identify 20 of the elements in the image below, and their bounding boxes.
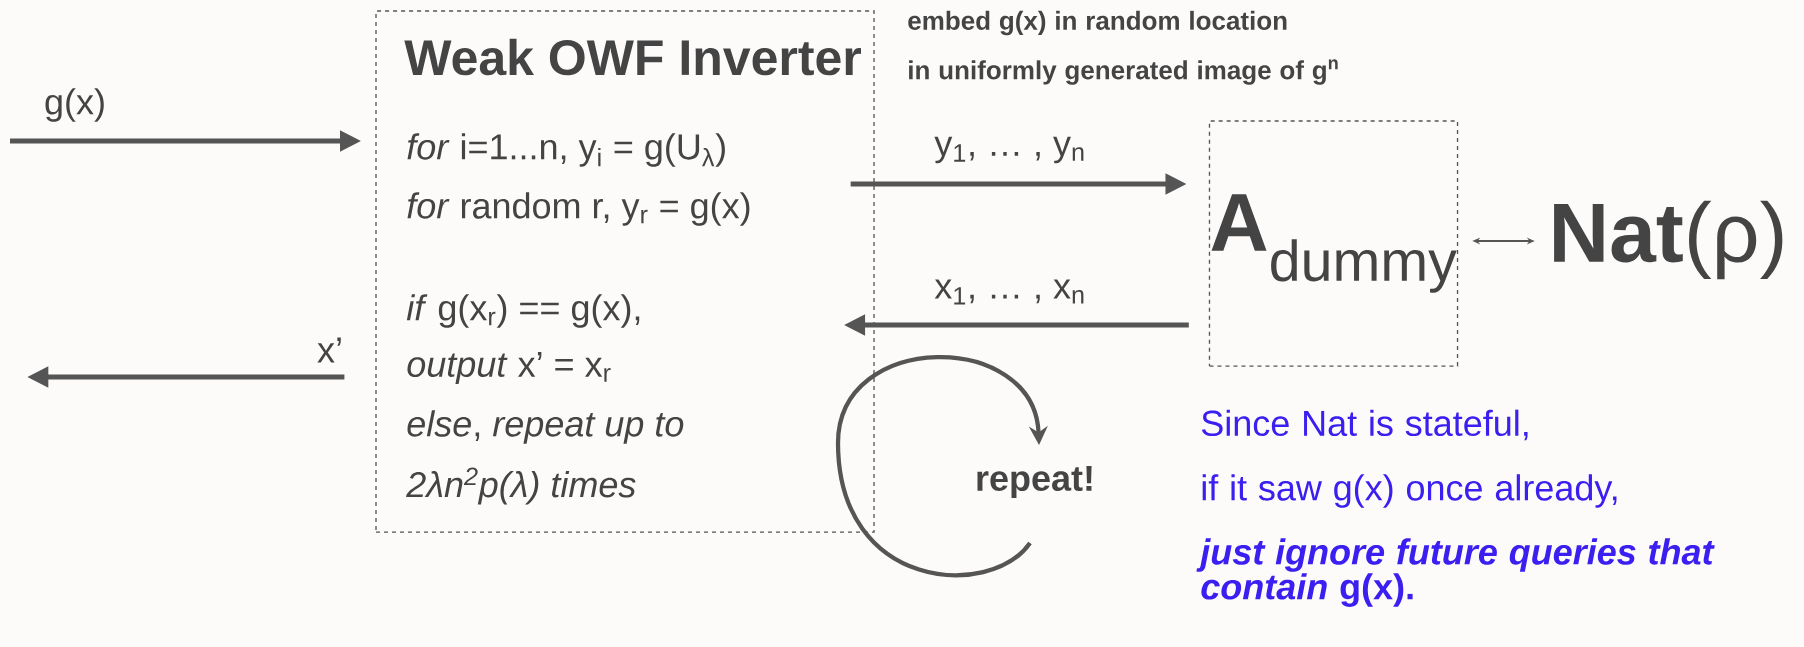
node-label: Nat(ρ)	[1554, 200, 1783, 280]
pseudocode-line: 2λn$^{2}$p(λ) times	[406, 467, 636, 505]
note-text: if it saw g(x) once already,	[1202, 474, 1617, 508]
edge-label: y$_{1}$, … , y$_{n}$	[931, 134, 1089, 166]
edge-label: g(x)	[41, 85, 109, 125]
dashed-box: A$_{dummy}$	[1208, 120, 1459, 367]
edge-label: x$_{1}$, … , x$_{n}$	[931, 276, 1089, 308]
pseudocode-line: else, repeat up to	[407, 410, 684, 444]
pseudocode-line: output x’ = x$_{r}$	[407, 351, 611, 385]
annotation-text: in uniformly generated image of g$^{n}$	[909, 59, 1338, 85]
pseudocode-line: if g(x$_{r}$) == g(x),	[406, 294, 640, 328]
dashed-box	[375, 10, 875, 533]
annotation-text: embed g(x) in random location	[908, 10, 1287, 36]
edge-label: x’	[314, 334, 346, 366]
loop-label: repeat!	[977, 465, 1092, 499]
note-text: just ignore future queries that contain g(x).	[1196, 538, 1715, 607]
note-text: Since Nat is stateful,	[1201, 409, 1528, 441]
box-title: Weak OWF Inverter	[404, 38, 861, 76]
pseudocode-line: for random r, y$_{r}$ = g(x)	[407, 192, 750, 226]
pseudocode-line: for i=1...n, y$_{i}$ = g(U$_{λ}$)	[407, 133, 725, 167]
